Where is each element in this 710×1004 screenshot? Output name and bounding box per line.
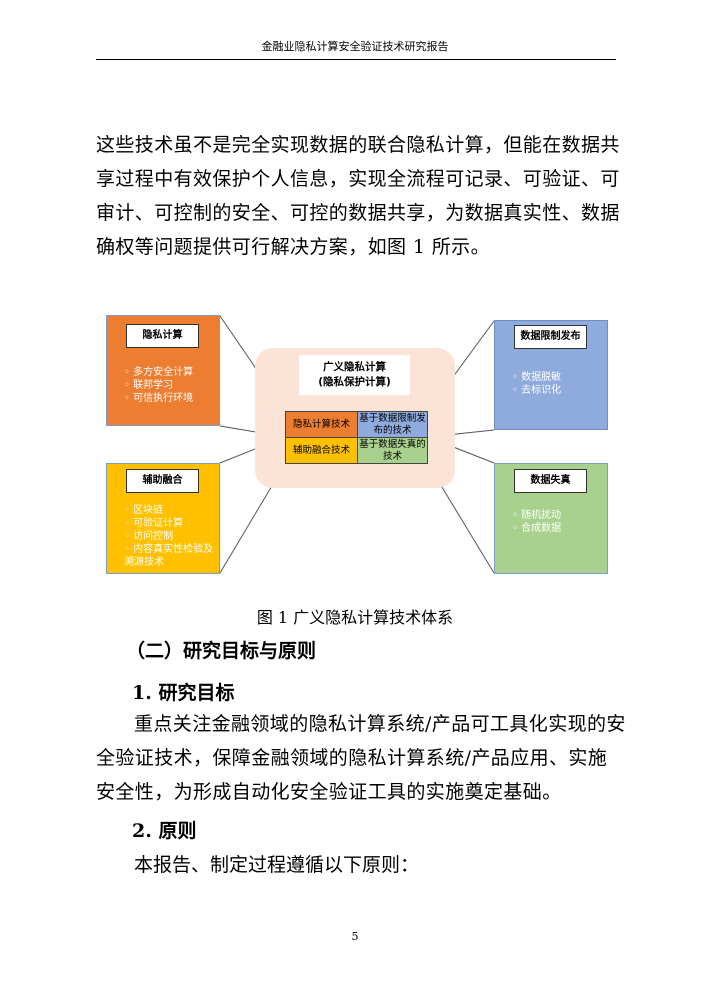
list-item: ◦ 合成数据 bbox=[512, 523, 562, 534]
list-item: ◦ 访问控制 bbox=[124, 531, 174, 542]
box-title: 辅助融合 bbox=[126, 469, 199, 493]
list-item: ◦ 可信执行环境 bbox=[124, 393, 194, 404]
box-title: 数据失真 bbox=[514, 469, 587, 493]
list-item: ◦ 数据脱敏 bbox=[512, 372, 562, 383]
center-subtitle: (隐私保护计算) bbox=[318, 376, 391, 388]
box-items: ◦ 数据脱敏 ◦ 去标识化 bbox=[512, 371, 561, 397]
list-item: ◦ 多方安全计算 bbox=[124, 367, 194, 378]
principles-paragraph: 本报告、制定过程遵循以下原则： bbox=[134, 854, 420, 876]
cell-privacy-computing: 隐私计算技术 bbox=[285, 411, 358, 438]
list-item: ◦ 随机扰动 bbox=[512, 510, 562, 521]
running-header: 金融业隐私计算安全验证技术研究报告 bbox=[261, 40, 449, 53]
list-item: ◦ 去标识化 bbox=[512, 385, 562, 396]
subheading-principles: 2. 原则 bbox=[132, 820, 197, 842]
list-item: ◦ 区块链 bbox=[124, 505, 164, 516]
box-restricted-release: 数据限制发布 ◦ 数据脱敏 ◦ 去标识化 bbox=[494, 320, 608, 430]
subheading-goals: 1. 研究目标 bbox=[132, 682, 235, 704]
page-number: 5 bbox=[351, 930, 359, 943]
box-items: ◦ 多方安全计算 ◦ 联邦学习 ◦ 可信执行环境 bbox=[124, 366, 193, 405]
cell-auxiliary-fusion: 辅助融合技术 bbox=[285, 437, 358, 464]
intro-paragraph: 这些技术虽不是完全实现数据的联合隐私计算，但能在数据共享过程中有效保护个人信息，… bbox=[96, 134, 620, 258]
list-item: ◦ 可验证计算 bbox=[124, 518, 184, 529]
header-rule bbox=[96, 59, 616, 60]
center-title-box: 广义隐私计算 (隐私保护计算) bbox=[299, 355, 410, 395]
goals-paragraph: 重点关注金融领域的隐私计算系统/产品可工具化实现的安全验证技术，保障金融领域的隐… bbox=[96, 713, 626, 803]
list-item: ◦ 联邦学习 bbox=[124, 380, 174, 391]
section-heading: （二）研究目标与原则 bbox=[126, 640, 317, 662]
cell-data-distortion: 基于数据失真的技术 bbox=[357, 437, 428, 464]
list-item: ◦ 内容真实性检验及溯源技术 bbox=[124, 544, 214, 568]
box-privacy-computing: 隐私计算 ◦ 多方安全计算 ◦ 联邦学习 ◦ 可信执行环境 bbox=[106, 315, 220, 426]
box-auxiliary-fusion: 辅助融合 ◦ 区块链 ◦ 可验证计算 ◦ 访问控制 ◦ 内容真实性检验及溯源技术 bbox=[106, 463, 220, 574]
center-title: 广义隐私计算 bbox=[323, 361, 386, 373]
box-title: 数据限制发布 bbox=[514, 325, 587, 349]
box-items: ◦ 随机扰动 ◦ 合成数据 bbox=[512, 509, 561, 535]
box-items: ◦ 区块链 ◦ 可验证计算 ◦ 访问控制 ◦ 内容真实性检验及溯源技术 bbox=[124, 504, 216, 569]
figure-caption: 图 1 广义隐私计算技术体系 bbox=[256, 608, 454, 627]
cell-restricted-release: 基于数据限制发布的技术 bbox=[357, 411, 428, 438]
box-data-distortion: 数据失真 ◦ 随机扰动 ◦ 合成数据 bbox=[494, 463, 608, 574]
box-title: 隐私计算 bbox=[126, 324, 199, 348]
